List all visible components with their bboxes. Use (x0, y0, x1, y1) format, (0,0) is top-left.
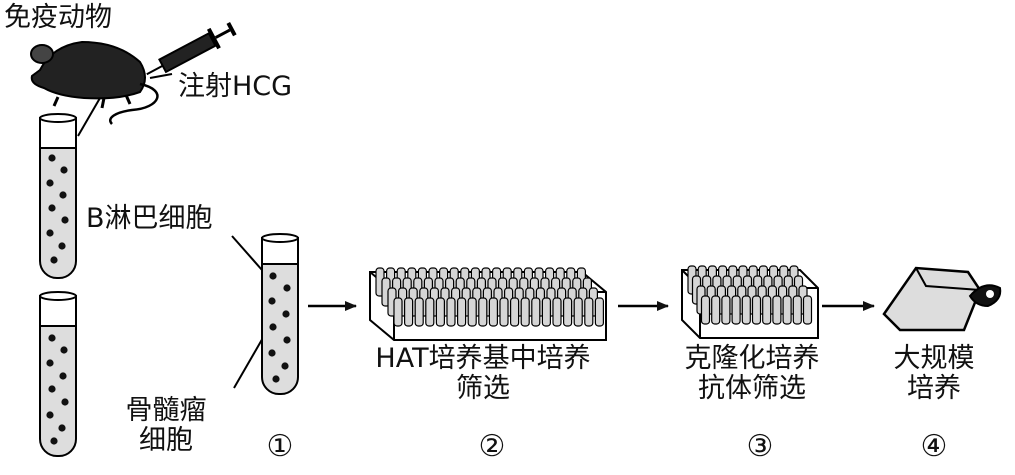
rack-tube (721, 295, 731, 325)
rack-tube (510, 297, 520, 327)
rack-tube (488, 297, 498, 327)
hcg-leader-line (149, 73, 173, 79)
myeloma-cell-label: 骨髓瘤 细胞 (112, 395, 220, 457)
immune-animal-label: 免疫动物 (4, 2, 112, 33)
step-4-number: ④ (920, 429, 948, 464)
rack-tube (792, 295, 802, 325)
rack-tube (772, 295, 782, 325)
rack-tube (562, 297, 573, 327)
step3-label-line2: 抗体筛选 (698, 373, 806, 405)
mouse-to-tube-line (77, 97, 101, 137)
inject-hcg-label: 注射HCG (178, 71, 293, 102)
step4-label: 大规模 培养 (884, 343, 984, 405)
myeloma-label-line1: 骨髓瘤 (125, 395, 207, 426)
b-lymphocyte-label: B淋巴细胞 (86, 203, 213, 234)
step2-label: HAT培养基中培养 筛选 (358, 343, 608, 405)
rack-tube (741, 295, 751, 325)
myeloma-leader-line (233, 335, 265, 389)
rack-tube (700, 295, 711, 325)
rack-tube (404, 297, 414, 327)
rack-tube (802, 295, 813, 325)
rack-tube (552, 297, 562, 327)
fusion-tube (261, 233, 299, 395)
step4-label-line1: 大规模 (893, 343, 975, 374)
rack-tube (762, 295, 772, 325)
rack-tube (457, 297, 467, 327)
rack-tube (446, 297, 456, 327)
step-1-number: ① (266, 429, 294, 464)
rack-tube (541, 297, 552, 327)
step4-label-line2: 培养 (907, 373, 961, 405)
rack-tube (414, 297, 424, 327)
rack-tube (594, 297, 605, 327)
rack-tube (435, 297, 445, 327)
rack-tube (751, 295, 762, 325)
myeloma-tube (39, 291, 77, 457)
rack-tube (731, 295, 741, 325)
clonal-culture-plate (681, 265, 819, 339)
rack-tube (584, 297, 594, 327)
step3-label-line1: 克隆化培养 (684, 343, 820, 374)
step-3-number: ③ (746, 429, 774, 464)
rack-tube (499, 297, 509, 327)
rack-tube (782, 295, 792, 325)
step-2-number: ② (478, 429, 506, 464)
culture-bag-icon (882, 266, 1002, 332)
rack-tube (573, 297, 583, 327)
b-lymphocyte-tube (39, 113, 77, 279)
rack-tube (425, 297, 435, 327)
step2-label-line1: HAT培养基中培养 (375, 343, 591, 374)
rack-tube (393, 297, 403, 327)
rack-tube (531, 297, 541, 327)
rack-tube (711, 295, 721, 325)
hat-culture-plate (369, 267, 607, 341)
rack-tube (467, 297, 477, 327)
rack-tube (478, 297, 488, 327)
rack-tube (520, 297, 530, 327)
myeloma-label-line2: 细胞 (139, 425, 193, 457)
step3-label: 克隆化培养 抗体筛选 (672, 343, 832, 405)
mouse-icon (30, 40, 159, 125)
syringe-icon (146, 22, 237, 76)
step2-label-line2: 筛选 (456, 373, 510, 405)
b-cell-leader-line (231, 235, 263, 271)
